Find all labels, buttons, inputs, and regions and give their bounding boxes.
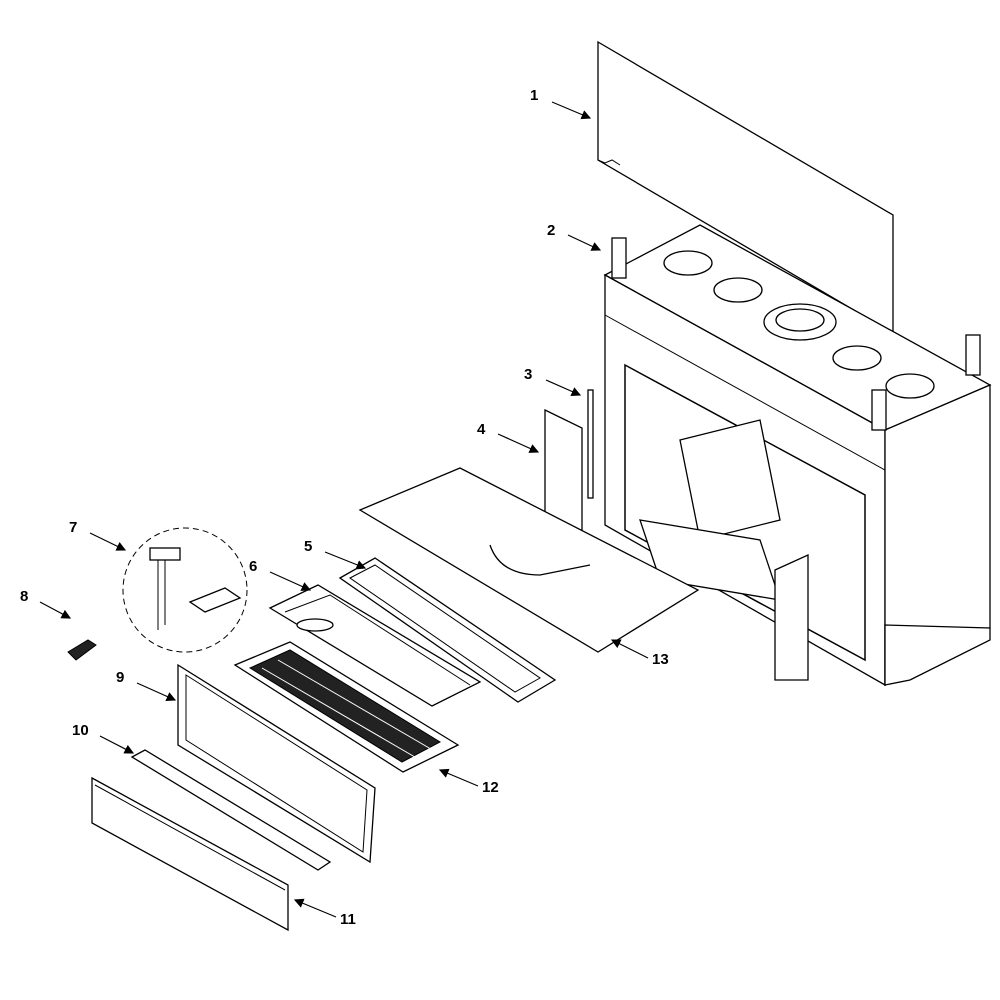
callout-4: 4 xyxy=(477,421,486,438)
callout-9: 9 xyxy=(116,669,125,686)
callout-10: 10 xyxy=(72,722,89,739)
part-9-glass-front xyxy=(177,663,376,864)
callout-11: 11 xyxy=(340,911,356,928)
firebox-assembly xyxy=(603,224,992,687)
part-10-trim xyxy=(130,749,332,871)
part-6-rail xyxy=(268,584,482,707)
callout-1: 1 xyxy=(530,87,539,104)
callout-13: 13 xyxy=(652,651,669,668)
callout-arrows xyxy=(39,101,649,918)
part-13-floor-panel xyxy=(358,467,700,653)
part-11-louver xyxy=(91,776,289,932)
callout-3: 3 xyxy=(524,366,533,383)
callout-5: 5 xyxy=(304,538,313,555)
part-7-valve-kit xyxy=(122,527,248,653)
part-2-bracket xyxy=(611,237,627,279)
callout-12: 12 xyxy=(482,779,499,796)
callout-8: 8 xyxy=(20,588,29,605)
part-8-knob xyxy=(67,639,97,661)
callout-2: 2 xyxy=(547,222,556,239)
part-3-strip xyxy=(587,389,594,499)
part-12-burner-tray xyxy=(233,641,460,773)
callout-7: 7 xyxy=(69,519,78,536)
callout-6: 6 xyxy=(249,558,258,575)
